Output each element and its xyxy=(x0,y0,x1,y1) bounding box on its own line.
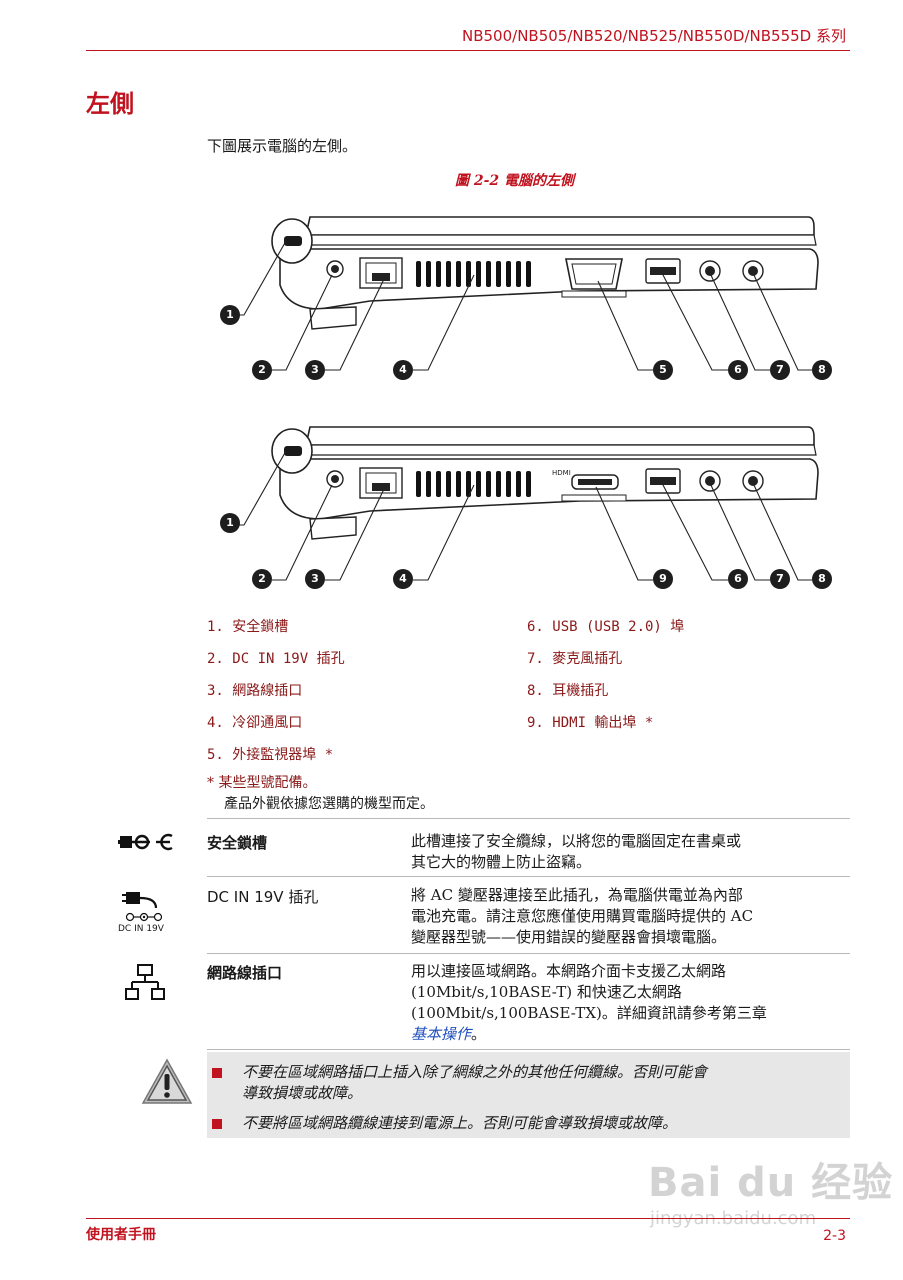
dc-in-icon xyxy=(122,892,163,922)
legend-note-2: 產品外觀依據您選購的機型而定。 xyxy=(224,796,434,812)
table-rule-top xyxy=(207,818,850,819)
laptop-left-side-illustration-top xyxy=(230,216,819,371)
callout-bottom-7: 7 xyxy=(770,569,790,589)
footer-page-number: 2-3 xyxy=(823,1228,846,1244)
legend-item-2: 2. DC IN 19V 插孔 xyxy=(207,651,345,667)
warning-text-2: 不要將區域網路纜線連接到電源上。否則可能會導致損壞或故障。 xyxy=(242,1114,678,1132)
callout-top-6: 6 xyxy=(728,360,748,380)
callout-bottom-4: 4 xyxy=(393,569,413,589)
table-row-name-lock: 安全鎖槽 xyxy=(207,834,268,852)
callout-top-1: 1 xyxy=(220,305,240,325)
callout-bottom-2: 2 xyxy=(252,569,272,589)
callout-bottom-9: 9 xyxy=(653,569,673,589)
callout-top-8: 8 xyxy=(812,360,832,380)
legend-item-4: 4. 冷卻通風口 xyxy=(207,715,303,731)
intro-text: 下圖展示電腦的左側。 xyxy=(207,137,358,155)
legend-item-6: 6. USB (USB 2.0) 埠 xyxy=(527,619,685,635)
section-title: 左側 xyxy=(86,90,134,118)
legend-note-1: * 某些型號配備。 xyxy=(207,775,317,791)
legend-item-5: 5. 外接監視器埠 * xyxy=(207,747,334,763)
callout-bottom-6: 6 xyxy=(728,569,748,589)
legend-item-9: 9. HDMI 輸出埠 * xyxy=(527,715,654,731)
callout-bottom-8: 8 xyxy=(812,569,832,589)
watermark: Bai du 经验 jingyan.baidu.com xyxy=(648,1160,894,1229)
warning-text-1: 不要在區域網路插口上插入除了網線之外的其他任何纜線。否則可能會 導致損壞或故障。 xyxy=(242,1063,708,1102)
legend-item-7: 7. 麥克風插孔 xyxy=(527,651,623,667)
table-rule-1 xyxy=(207,876,850,877)
callout-top-2: 2 xyxy=(252,360,272,380)
warning-bullet-1 xyxy=(212,1068,222,1078)
table-row-desc-dcin: 將 AC 變壓器連接至此插孔，為電腦供電並為內部 電池充電。請注意您應僅使用購買… xyxy=(411,886,754,946)
table-rule-3 xyxy=(207,1049,850,1050)
lan-icon xyxy=(125,964,165,1000)
laptop-left-side-illustration-bottom: HDMI xyxy=(230,426,819,581)
callout-top-5: 5 xyxy=(653,360,673,380)
callout-bottom-3: 3 xyxy=(305,569,325,589)
warning-box xyxy=(207,1052,850,1138)
dc-in-icon-label: DC IN 19V xyxy=(118,924,164,934)
table-row-desc-lan: 用以連接區域網路。本網路介面卡支援乙太網路 (10Mbit/s,10BASE-T… xyxy=(411,962,767,1043)
warning-bullet-2 xyxy=(212,1119,222,1129)
table-row-desc-lock: 此槽連接了安全纜線，以將您的電腦固定在書桌或 其它大的物體上防止盜竊。 xyxy=(411,832,742,871)
table-row-name-lan: 網路線插口 xyxy=(207,964,283,982)
figure-caption: 圖 2-2 電腦的左側 xyxy=(455,173,575,189)
footer-left: 使用者手冊 xyxy=(86,1227,156,1243)
header-rule xyxy=(86,50,850,51)
legend-item-1: 1. 安全鎖槽 xyxy=(207,619,289,635)
callout-top-3: 3 xyxy=(305,360,325,380)
table-rule-2 xyxy=(207,953,850,954)
table-row-name-dcin: DC IN 19V 插孔 xyxy=(207,888,319,906)
legend-item-8: 8. 耳機插孔 xyxy=(527,683,609,699)
security-lock-icon xyxy=(118,833,173,851)
hdmi-port-label: HDMI xyxy=(552,469,571,477)
series-title: NB500/NB505/NB520/NB525/NB550D/NB555D 系列 xyxy=(462,27,846,45)
callout-bottom-1: 1 xyxy=(220,513,240,533)
footer-rule xyxy=(86,1218,850,1219)
warning-icon xyxy=(141,1058,193,1104)
callout-top-4: 4 xyxy=(393,360,413,380)
callout-top-7: 7 xyxy=(770,360,790,380)
legend-item-3: 3. 網路線插口 xyxy=(207,683,303,699)
basic-operations-link[interactable]: 基本操作 xyxy=(411,1025,472,1043)
